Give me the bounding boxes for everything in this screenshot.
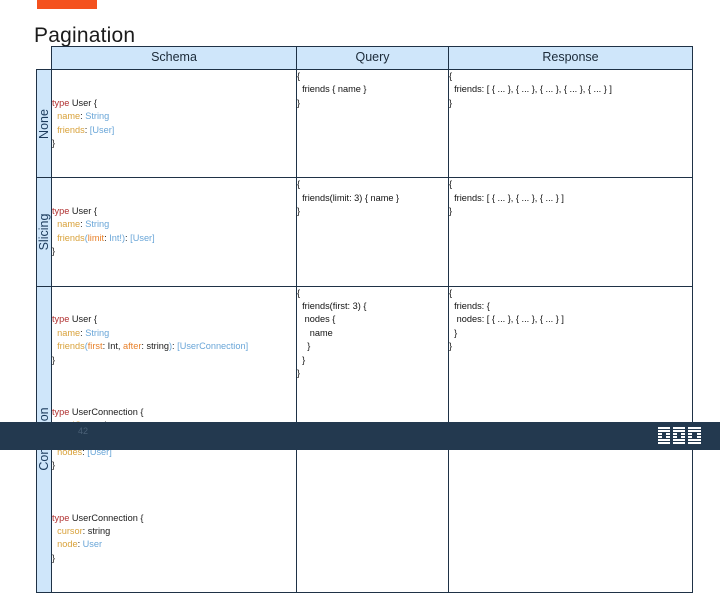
table-row: None type User { name: String friends: [… — [36, 68, 693, 179]
query-cell-none: { friends { name } } — [296, 68, 449, 179]
row-label-slicing: Slicing — [36, 177, 52, 287]
column-header-response: Response — [448, 46, 693, 70]
schema-block: type UserConnection { cursor: string nod… — [52, 512, 144, 563]
page-title: Pagination — [34, 24, 136, 47]
response-cell-slicing: { friends: [ { ... }, { ... }, { ... } ]… — [448, 177, 693, 287]
table-row: Slicing type User { name: String friends… — [36, 177, 693, 287]
header-blank-cell — [36, 46, 52, 70]
page-number: 42 — [78, 426, 89, 436]
column-header-schema: Schema — [51, 46, 297, 70]
accent-bar — [37, 0, 97, 9]
footer-bar: 42 — [0, 422, 720, 450]
schema-block: type User { name: String friends(first: … — [52, 314, 249, 365]
pagination-table: Schema Query Response None type User { n… — [36, 46, 693, 593]
schema-block: type User { name: String friends: [User]… — [52, 97, 115, 149]
query-cell-slicing: { friends(limit: 3) { name } } — [296, 177, 449, 287]
schema-cell-slicing: type User { name: String friends(limit: … — [51, 177, 297, 287]
ibm-logo — [658, 427, 701, 444]
row-label-text: None — [37, 108, 51, 139]
row-label-none: None — [36, 68, 52, 179]
table-header-row: Schema Query Response — [36, 46, 693, 70]
response-cell-none: { friends: [ { ... }, { ... }, { ... }, … — [448, 68, 693, 179]
row-label-text: Slicing — [37, 213, 51, 251]
column-header-query: Query — [296, 46, 449, 70]
schema-cell-none: type User { name: String friends: [User]… — [51, 68, 297, 179]
schema-block: type User { name: String friends(limit: … — [52, 206, 155, 257]
